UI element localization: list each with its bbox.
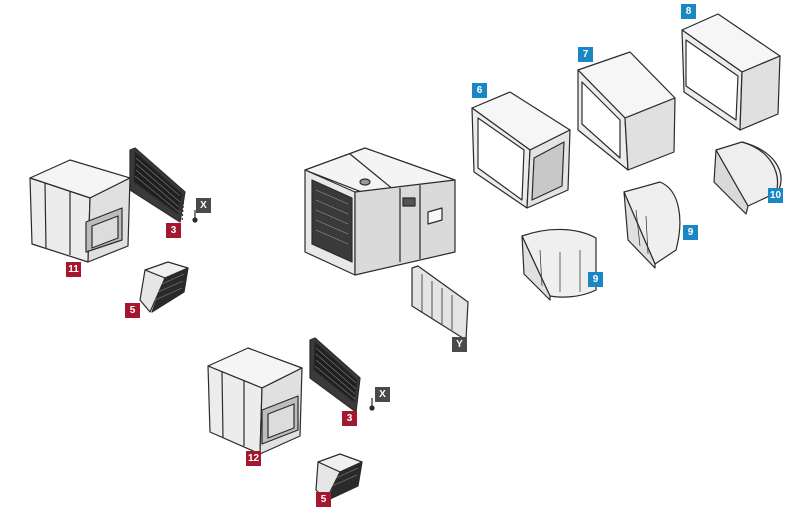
label-x-upper: X (196, 198, 211, 213)
component-6-section-box (471, 91, 571, 209)
label-3-upper: 3 (166, 223, 181, 238)
label-5-upper: 5 (125, 303, 140, 318)
component-12-inlet-box (207, 347, 303, 455)
component-5-weather-hood-lower (315, 453, 363, 501)
component-9-duct-bend-lower (521, 228, 597, 301)
component-3-grille-lower (309, 337, 361, 413)
label-6: 6 (472, 83, 487, 98)
component-x-damper-pin-lower (369, 398, 375, 411)
label-3-lower: 3 (342, 411, 357, 426)
component-y-filter (411, 265, 469, 341)
label-5-lower: 5 (316, 492, 331, 507)
component-7-section-box (577, 51, 676, 171)
label-11: 11 (66, 262, 81, 277)
component-8-section-box (681, 13, 781, 131)
label-y: Y (452, 337, 467, 352)
label-7: 7 (578, 47, 593, 62)
label-9-upper: 9 (683, 225, 698, 240)
main-air-handling-unit (304, 147, 456, 276)
label-8: 8 (681, 4, 696, 19)
label-9-lower: 9 (588, 272, 603, 287)
component-10-duct-bend (713, 141, 782, 215)
component-5-weather-hood-upper (139, 261, 189, 313)
component-11-inlet-box (29, 159, 131, 263)
label-12: 12 (246, 451, 261, 466)
component-x-damper-pin-upper (192, 210, 198, 223)
label-x-lower: X (375, 387, 390, 402)
component-9-duct-bend-upper (623, 181, 681, 269)
label-10: 10 (768, 188, 783, 203)
component-3-grille-upper (129, 147, 186, 223)
